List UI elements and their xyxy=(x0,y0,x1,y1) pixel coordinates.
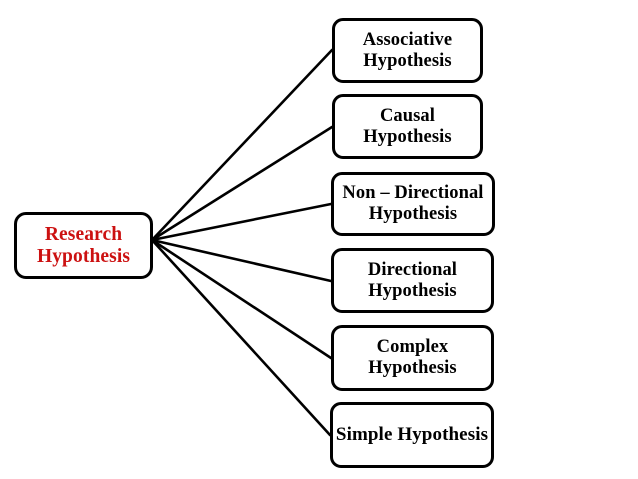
branch-node-label: Non – Directional Hypothesis xyxy=(342,183,484,224)
connector-non-directional xyxy=(150,202,333,242)
branch-node-label: Simple Hypothesis xyxy=(335,424,489,446)
branch-node-causal-hypothesis[interactable]: Causal Hypothesis xyxy=(332,94,483,159)
root-node-research-hypothesis[interactable]: Research Hypothesis xyxy=(14,212,153,279)
branch-node-label: Directional Hypothesis xyxy=(367,259,458,301)
connector-complex xyxy=(150,238,333,360)
connector-causal xyxy=(150,125,334,242)
branch-node-associative-hypothesis[interactable]: Associative Hypothesis xyxy=(332,18,483,83)
branch-node-non-directional-hypothesis[interactable]: Non – Directional Hypothesis xyxy=(331,172,495,236)
connector-simple xyxy=(150,238,332,437)
branch-node-label: Complex Hypothesis xyxy=(368,337,457,378)
branch-node-simple-hypothesis[interactable]: Simple Hypothesis xyxy=(330,402,494,468)
root-node-label: Research Hypothesis xyxy=(36,223,131,267)
branch-node-label: Associative Hypothesis xyxy=(362,29,453,71)
branch-node-directional-hypothesis[interactable]: Directional Hypothesis xyxy=(331,248,494,313)
branch-node-label: Causal Hypothesis xyxy=(363,105,452,147)
connector-associative xyxy=(150,48,334,242)
connector-directional xyxy=(150,238,333,283)
branch-node-complex-hypothesis[interactable]: Complex Hypothesis xyxy=(331,325,494,391)
